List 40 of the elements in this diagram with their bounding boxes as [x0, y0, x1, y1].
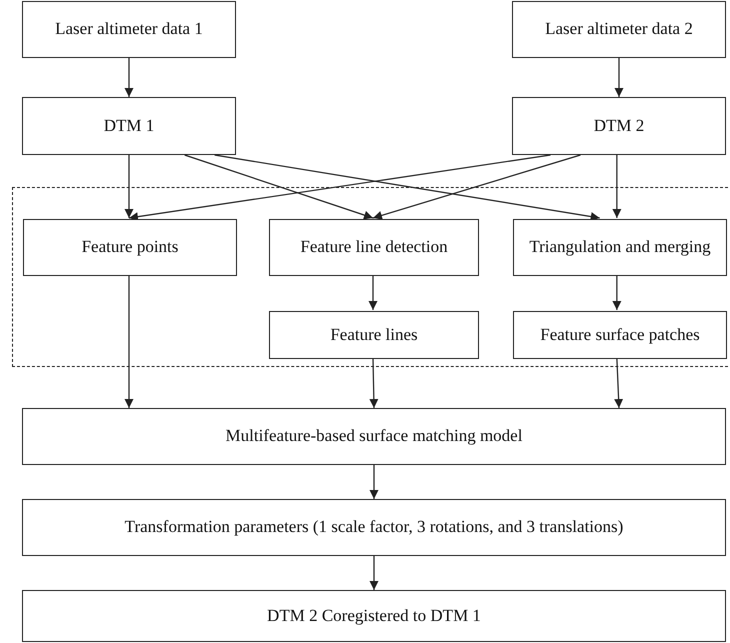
box-label: Feature surface patches	[540, 324, 700, 346]
arrow	[614, 58, 624, 97]
process-box	[22, 590, 726, 642]
arrow	[124, 275, 134, 408]
arrow	[124, 155, 134, 218]
box-label: Feature line detection	[300, 237, 448, 258]
arrow	[370, 465, 378, 499]
arrow	[128, 154, 551, 222]
process-box	[512, 97, 726, 155]
process-box	[269, 311, 479, 359]
arrow	[370, 556, 378, 590]
process-box	[513, 311, 727, 359]
box-label: Laser altimeter data 1	[55, 19, 203, 40]
box-label: Triangulation and merging	[529, 237, 711, 258]
process-box	[22, 499, 726, 556]
arrow	[369, 358, 378, 408]
box-label: DTM 1	[104, 116, 154, 136]
arrow	[372, 154, 581, 220]
process-box	[513, 219, 727, 276]
box-label: Laser altimeter data 2	[545, 19, 693, 40]
box-label: DTM 2 Coregistered to DTM 1	[267, 606, 481, 626]
box-label: Transformation parameters (1 scale factor, 3 rotations, and 3 translations)	[124, 517, 624, 538]
arrow	[612, 155, 622, 218]
process-box	[22, 1, 236, 58]
process-box	[23, 219, 237, 276]
process-box	[269, 219, 479, 276]
process-box	[22, 97, 236, 155]
arrow	[124, 58, 134, 97]
arrow	[612, 275, 622, 310]
box-label: Feature points	[82, 237, 178, 258]
arrow	[184, 154, 374, 220]
arrow	[214, 154, 600, 221]
dashed-group-frame	[12, 187, 728, 367]
process-box	[22, 408, 726, 465]
arrow	[614, 358, 624, 408]
box-label: Feature lines	[330, 324, 418, 346]
box-label: DTM 2	[594, 116, 644, 136]
arrow	[368, 275, 378, 310]
process-box	[512, 1, 726, 58]
box-label: Multifeature-based surface matching model	[226, 426, 522, 447]
